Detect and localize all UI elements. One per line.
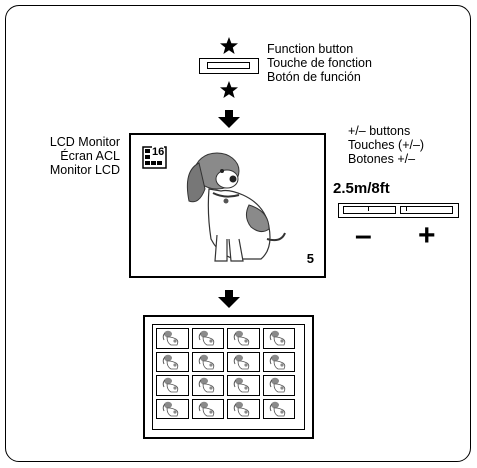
plus-button[interactable] [400,206,453,214]
thumbnail [262,398,295,419]
diagram-frame [5,5,471,462]
lcd-monitor: 16 5 [129,133,326,278]
label-fr: Touche de fonction [267,56,372,70]
plus-symbol: + [418,219,436,252]
mode-icon-number: 16 [152,146,165,158]
arrow-down-icon [218,110,240,128]
index-display [143,315,314,439]
thumbnail [227,375,260,396]
distance-readout: 2.5m/8ft [333,180,390,197]
thumbnail-grid [152,324,305,430]
label-en: +/– buttons [348,124,411,138]
thumbnail [262,328,295,349]
thumbnail [156,328,189,349]
lcd-monitor-labels: LCD Monitor Écran ACL Monitor LCD [18,135,120,177]
thumbnail [191,328,224,349]
thumbnail [191,351,224,372]
thumbnail [191,398,224,419]
star-icon [220,37,238,54]
thumbnail [262,375,295,396]
frame-number: 5 [306,251,314,266]
label-es: Monitor LCD [49,163,120,177]
label-es: Botón de función [267,70,361,84]
label-es: Botones +/– [348,152,416,166]
thumbnail [227,328,260,349]
thumbnail [262,351,295,372]
minus-symbol: – [355,219,372,252]
thumbnail [191,375,224,396]
label-en: LCD Monitor [49,135,120,149]
minus-button[interactable] [343,206,396,214]
function-button-labels: Function button Touche de fonction Botón… [267,42,372,84]
label-en: Function button [267,42,354,56]
label-fr: Touches (+/–) [348,138,425,152]
thumbnail [156,398,189,419]
arrow-down-icon [218,290,240,308]
plus-minus-labels: +/– buttons Touches (+/–) Botones +/– [348,124,424,166]
star-icon [220,81,238,98]
plus-minus-button-panel [338,203,459,218]
function-button[interactable] [199,58,259,74]
index-mode-icon: 16 [142,146,167,169]
thumbnail [227,398,260,419]
thumbnail [156,375,189,396]
thumbnail [156,351,189,372]
thumbnail [227,351,260,372]
dog-image [186,152,286,262]
label-fr: Écran ACL [60,149,120,163]
